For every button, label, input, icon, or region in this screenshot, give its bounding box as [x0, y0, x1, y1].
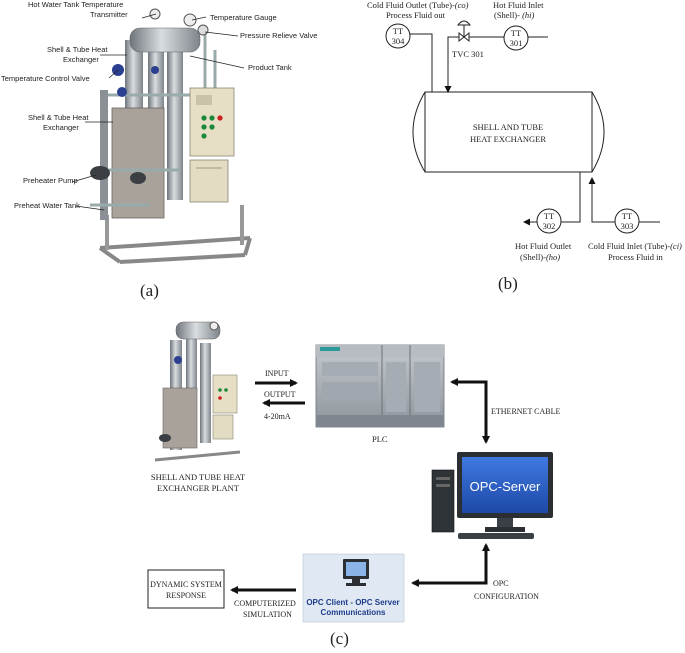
io-arrows	[255, 379, 305, 407]
cold-out-label-2: Process Fluid out	[386, 10, 446, 20]
label-pressure-relief-valve: Pressure Relieve Valve	[240, 31, 317, 40]
opc-server-label: OPC-Server	[470, 479, 541, 494]
valve-tag-label: TVC 301	[452, 49, 484, 59]
caption-b: (b)	[498, 274, 518, 293]
cold-in-label-2: Process Fluid in	[608, 252, 664, 262]
plant-photo-c	[154, 321, 241, 462]
client-label-1: OPC Client - OPC Server	[306, 598, 399, 607]
labels-io: INPUT OUTPUT 4-20mA	[264, 369, 296, 421]
label-temp-gauge: Temperature Gauge	[210, 13, 277, 22]
labels-opc-client: OPC Client - OPC Server Communications	[306, 598, 399, 617]
labels-opc-config: OPC CONFIGURATION	[474, 579, 539, 601]
label-stube-hx-mid-2: Exchanger	[43, 123, 79, 132]
input-label: INPUT	[265, 369, 289, 378]
cold-out-label-1: Cold Fluid Outlet (Tube)-(co)	[367, 0, 469, 10]
tt301-tag: TT	[511, 28, 522, 38]
hot-in-label-2: (Shell)- (hi)	[494, 10, 535, 20]
caption-a: (a)	[140, 281, 159, 300]
labels-a: Hot Water Tank Temperature Transmitter T…	[1, 0, 317, 210]
tt304-num: 304	[392, 36, 406, 46]
ethernet-label: ETHERNET CABLE	[491, 407, 561, 416]
opc-config-label-1: OPC	[493, 579, 509, 588]
tt301-num: 301	[510, 38, 523, 48]
tt302-num: 302	[543, 221, 556, 231]
sim-label-1: COMPUTERIZED	[234, 599, 296, 608]
signal-label: 4-20mA	[264, 412, 291, 421]
client-label-2: Communications	[321, 608, 386, 617]
plc-device	[315, 344, 445, 428]
sim-label-2: SIMULATION	[243, 610, 292, 619]
label-stube-hx-mid-1: Shell & Tube Heat	[28, 113, 89, 122]
opc-config-label-2: CONFIGURATION	[474, 592, 539, 601]
opc-client-box	[302, 553, 405, 623]
plant-photo-a	[90, 8, 252, 264]
cold-in-label-1: Cold Fluid Inlet (Tube)-(ci)	[588, 241, 682, 251]
hot-out-label-1: Hot Fluid Outlet	[515, 241, 572, 251]
ethernet-link	[450, 378, 490, 444]
tt303-num: 303	[621, 221, 634, 231]
caption-c: (c)	[330, 629, 349, 648]
labels-b: Cold Fluid Outlet (Tube)-(co) Process Fl…	[367, 0, 682, 262]
tt304-tag: TT	[393, 26, 404, 36]
label-product-tank: Product Tank	[248, 63, 292, 72]
plant-label-1: SHELL AND TUBE HEAT	[151, 472, 246, 482]
label-hw-temp-transmitter-2: Transmitter	[90, 10, 128, 19]
hot-in-label-1: Hot Fluid Inlet	[493, 0, 544, 10]
instrument-bubbles-b	[385, 23, 640, 234]
tt303-tag: TT	[622, 211, 633, 221]
dyn-label-2: RESPONSE	[166, 591, 206, 600]
plc-label: PLC	[372, 434, 388, 444]
label-stube-hx-top-1: Shell & Tube Heat	[47, 45, 108, 54]
label-preheat-water-tank: Preheat Water Tank	[14, 201, 80, 210]
pid-diagram-b	[393, 20, 660, 226]
plant-label-2: EXCHANGER PLANT	[157, 483, 240, 493]
exchanger-label-1: SHELL AND TUBE	[473, 122, 543, 132]
output-label: OUTPUT	[264, 390, 296, 399]
labels-simulation: COMPUTERIZED SIMULATION	[234, 599, 296, 619]
instrument-tt304	[385, 23, 411, 49]
label-preheater-pump: Preheater Pump	[23, 176, 78, 185]
instrument-tt303	[614, 208, 640, 234]
instrument-tt302	[536, 208, 562, 234]
hot-out-label-2: (Shell)-(ho)	[520, 252, 560, 262]
labels-plant-c: SHELL AND TUBE HEAT EXCHANGER PLANT	[151, 472, 246, 493]
exchanger-label-2: HEAT EXCHANGER	[470, 134, 546, 144]
opc-server-computer	[431, 452, 553, 539]
label-stube-hx-top-2: Exchanger	[63, 55, 99, 64]
dynamic-response-box	[147, 569, 225, 609]
label-hw-temp-transmitter-1: Hot Water Tank Temperature	[28, 0, 123, 9]
dyn-label-1: DYNAMIC SYSTEM	[150, 580, 222, 589]
instrument-tt301	[503, 25, 529, 51]
opc-config-link	[411, 543, 490, 587]
labels-dynamic: DYNAMIC SYSTEM RESPONSE	[150, 580, 222, 600]
tt302-tag: TT	[544, 211, 555, 221]
leader-lines-a	[71, 13, 245, 211]
instrument-tags-b: TT 304 TT 301 TT 302 TT 303	[392, 26, 634, 231]
label-temp-control-valve: Temperature Control Valve	[1, 74, 90, 83]
